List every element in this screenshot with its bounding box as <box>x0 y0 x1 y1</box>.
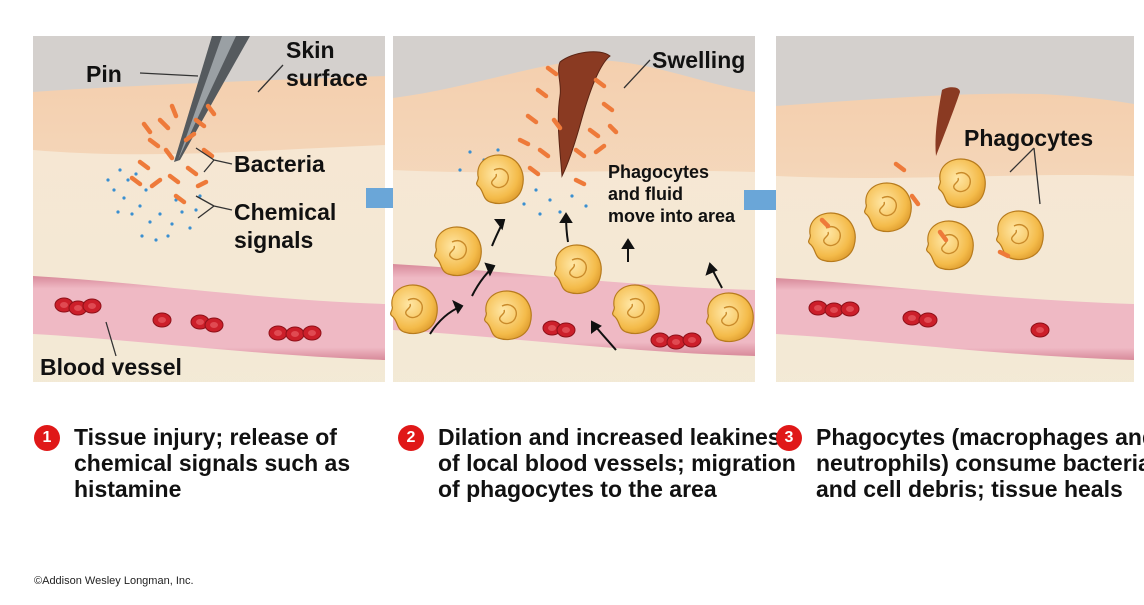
phagocytes-move-label-line3: move into area <box>608 206 736 226</box>
step-3-badge: 3 <box>776 425 802 451</box>
step-2-badge: 2 <box>398 425 424 451</box>
phagocyte <box>477 155 524 203</box>
step-3-text: Phagocytes (macrophages and neutrophils)… <box>816 424 1144 502</box>
inflammatory-response-diagram: Pin Skin surface Bacteria Chemical signa… <box>0 0 1144 420</box>
step-3-caption: 3 Phagocytes (macrophages and neutrophil… <box>776 424 1144 502</box>
step-1-caption: 1 Tissue injury; release of chemical sig… <box>34 424 394 502</box>
phagocytes-move-label-line2: and fluid <box>608 184 683 204</box>
step-2-text: Dilation and increased leakiness of loca… <box>438 424 796 502</box>
step-2-caption: 2 Dilation and increased leakiness of lo… <box>398 424 798 502</box>
panel-2-dilation-migration: Swelling Phagocytes and fluid move into … <box>391 36 755 382</box>
phagocytes-move-label-line1: Phagocytes <box>608 162 709 182</box>
phagocyte-panel-3 <box>809 213 856 261</box>
skin-surface-label-line2: surface <box>286 65 368 91</box>
step-1-badge: 1 <box>34 425 60 451</box>
blood-vessel-label: Blood vessel <box>40 354 182 380</box>
swelling-label: Swelling <box>652 47 745 73</box>
panel-3-tissue-heals: Phagocytes <box>776 36 1134 382</box>
chemical-signals-label-line1: Chemical <box>234 199 336 225</box>
skin-surface-label-line1: Skin <box>286 37 335 63</box>
copyright-notice: ©Addison Wesley Longman, Inc. <box>34 575 194 587</box>
panel-1-tissue-injury: Pin Skin surface Bacteria Chemical signa… <box>33 36 385 382</box>
pin-label: Pin <box>86 61 122 87</box>
bacteria-label: Bacteria <box>234 151 325 177</box>
step-1-text: Tissue injury; release of chemical signa… <box>74 424 350 502</box>
phagocytes-label: Phagocytes <box>964 125 1093 151</box>
chemical-signals-label-line2: signals <box>234 227 313 253</box>
